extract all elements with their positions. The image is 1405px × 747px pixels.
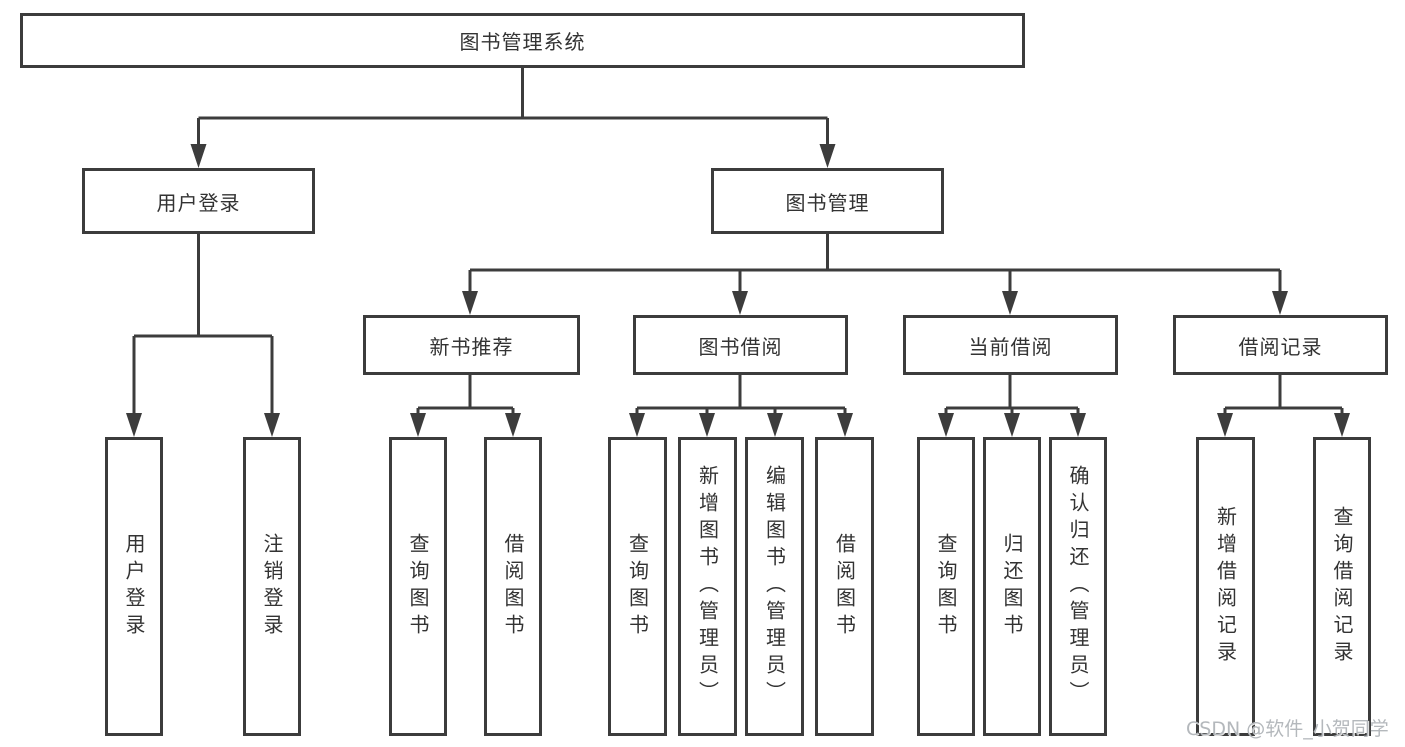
node-root-system: 图书管理系统 [20,13,1025,68]
arrowheads [126,144,1350,437]
leaf-logout-label: 注销登录 [260,532,284,641]
node-user-login-label: 用户登录 [156,190,241,215]
node-user-login: 用户登录 [82,168,315,234]
node-current-borrow-label: 当前借阅 [968,334,1053,359]
leaf-records-query-record: 查询借阅记录 [1313,437,1371,736]
connector-currentborrow-to-leaves [944,375,1080,417]
leaf-current-confirm-return-admin: 确认归还（管理员） [1049,437,1107,736]
csdn-watermark: CSDN @软件_小贺同学 [1186,718,1389,740]
connector-bookborrow-to-leaves [635,375,847,417]
leaf-current-return-books-label: 归还图书 [1000,532,1024,641]
leaf-records-add-record-label: 新增借阅记录 [1213,505,1238,668]
connector-newbooks-to-leaves [416,375,515,417]
leaf-user-login-label: 用户登录 [122,532,146,641]
connector-userlogin-to-leaves [132,234,274,415]
leaf-records-add-record: 新增借阅记录 [1196,437,1255,736]
node-book-management: 图书管理 [711,168,944,234]
leaf-current-confirm-return-admin-label: 确认归还（管理员） [1066,465,1090,708]
connector-records-to-leaves [1223,375,1344,417]
leaf-borrow-query-books-label: 查询图书 [625,532,650,641]
node-current-borrow: 当前借阅 [903,315,1118,375]
node-borrow-records-label: 借阅记录 [1238,334,1323,359]
node-root-label: 图书管理系统 [459,30,586,54]
leaf-logout: 注销登录 [243,437,301,736]
node-book-borrow-label: 图书借阅 [698,334,783,359]
leaf-current-query-books-label: 查询图书 [934,532,958,641]
connector-bookmgmt-to-level3 [468,234,1282,293]
leaf-borrow-add-books-admin: 新增图书（管理员） [678,437,737,736]
connector-root-to-level2 [197,68,829,146]
leaf-borrow-edit-books-admin: 编辑图书（管理员） [745,437,804,736]
leaf-borrow-add-books-admin-label: 新增图书（管理员） [695,465,720,708]
leaf-records-query-record-label: 查询借阅记录 [1330,505,1354,668]
leaf-current-query-books: 查询图书 [917,437,975,736]
leaf-borrow-borrow-books: 借阅图书 [815,437,874,736]
leaf-borrow-edit-books-admin-label: 编辑图书（管理员） [762,465,787,708]
leaf-newbook-query-books-label: 查询图书 [406,532,430,641]
leaf-borrow-borrow-books-label: 借阅图书 [832,532,857,641]
node-new-book-recommend-label: 新书推荐 [429,334,514,359]
leaf-user-login: 用户登录 [105,437,163,736]
leaf-newbook-query-books: 查询图书 [389,437,447,736]
leaf-newbook-borrow-books: 借阅图书 [484,437,542,736]
node-borrow-records: 借阅记录 [1173,315,1388,375]
node-book-borrow: 图书借阅 [633,315,848,375]
leaf-current-return-books: 归还图书 [983,437,1041,736]
node-new-book-recommend: 新书推荐 [363,315,580,375]
node-book-management-label: 图书管理 [785,190,870,215]
leaf-borrow-query-books: 查询图书 [608,437,667,736]
leaf-newbook-borrow-books-label: 借阅图书 [501,532,525,641]
